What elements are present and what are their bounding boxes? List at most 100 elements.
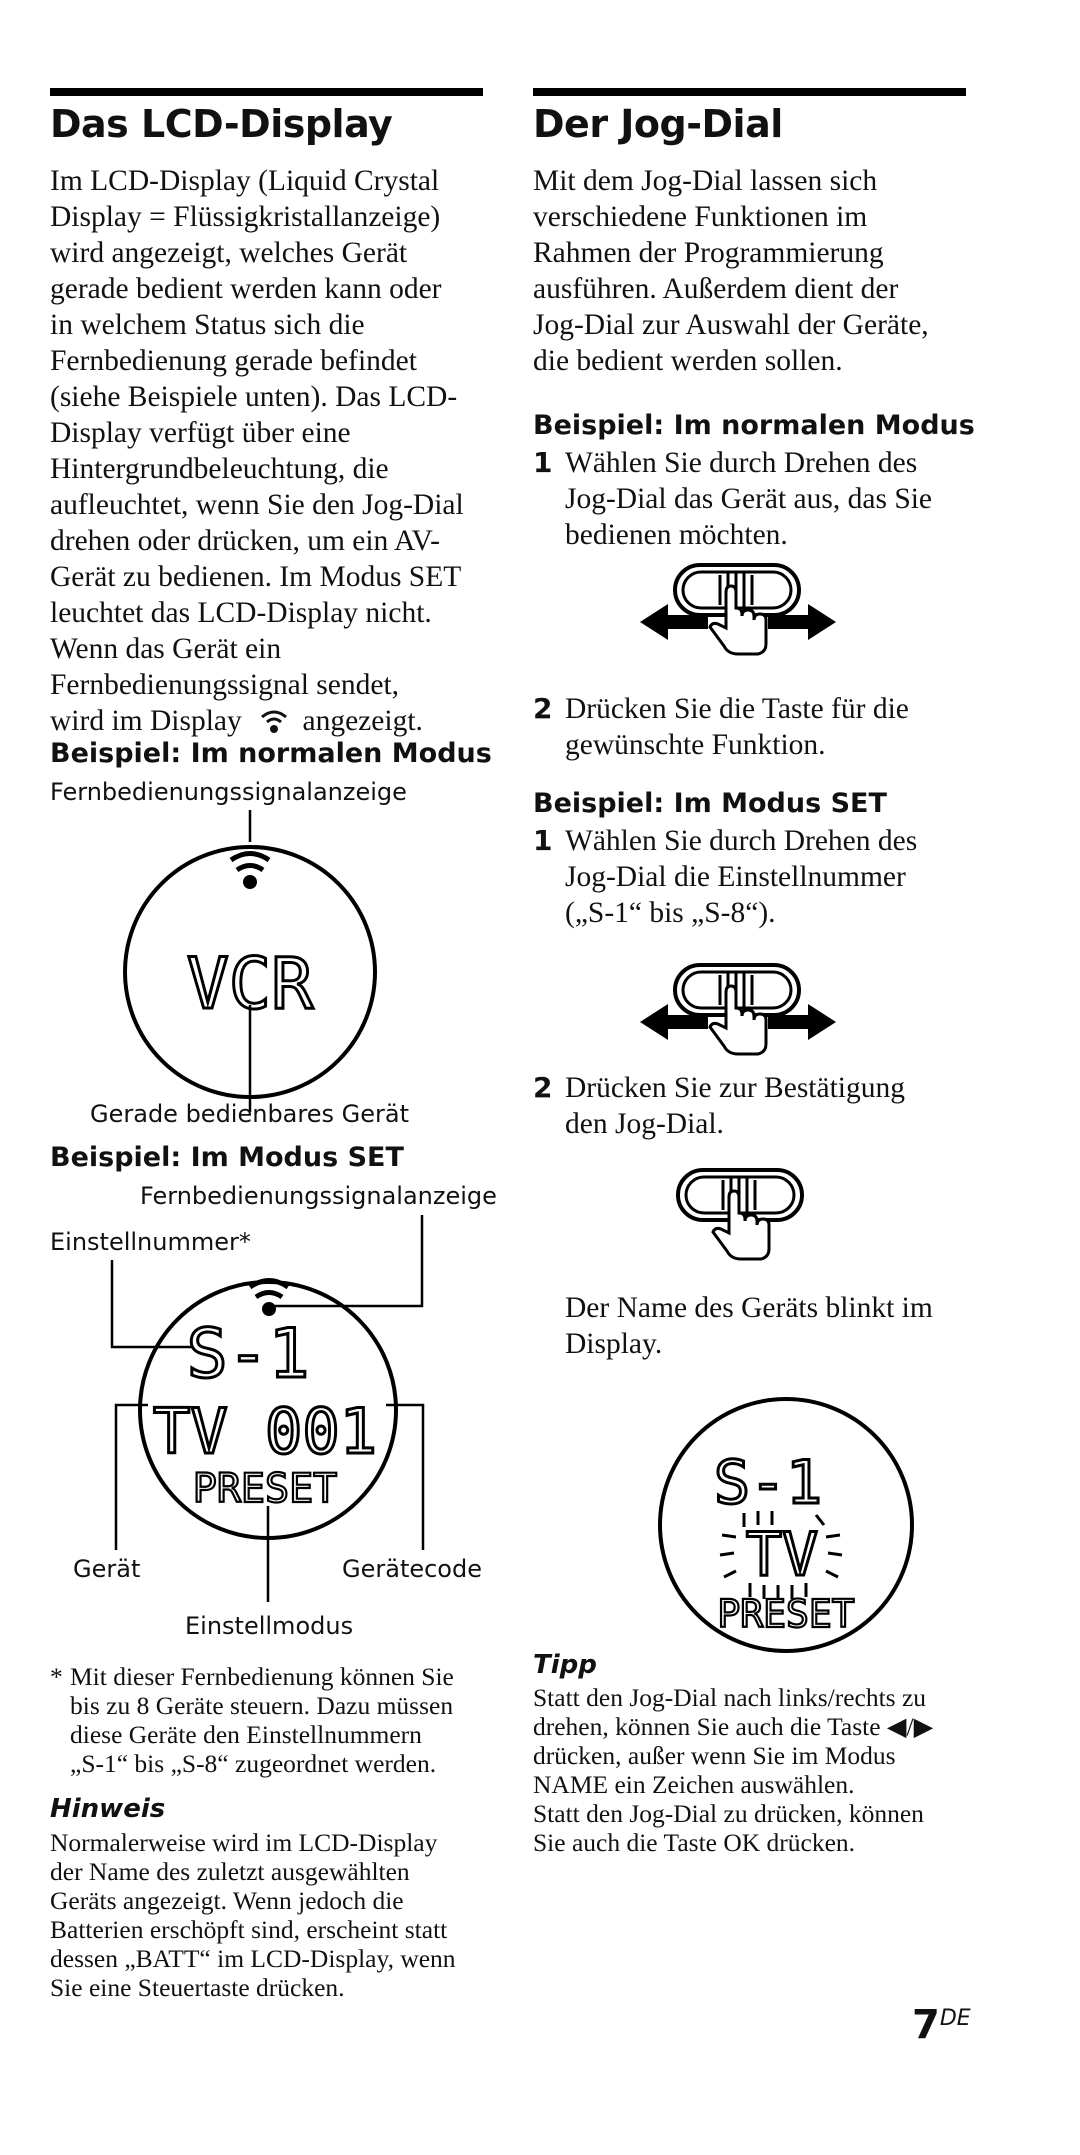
- text-line: („S-1“ bis „S-8“).: [565, 897, 776, 929]
- text-line: Wählen Sie durch Drehen des: [565, 825, 918, 857]
- text-line: gewünschte Funktion.: [565, 729, 826, 761]
- text-line: Statt den Jog-Dial zu drücken, können: [533, 1799, 924, 1828]
- text-line: Mit dieser Fernbedienung können Sie: [70, 1662, 454, 1691]
- text-line: Sie auch die Taste OK drücken.: [533, 1828, 856, 1857]
- footnote-mark: *: [50, 1662, 63, 1691]
- text-line: gerade bedient werden kann oder: [50, 273, 442, 305]
- text-line: drehen oder drücken, um ein AV-: [50, 525, 440, 557]
- text-line: diese Geräte den Einstellnummern: [70, 1720, 422, 1749]
- text-line: „S-1“ bis „S-8“ zugeordnet werden.: [70, 1749, 437, 1778]
- step-text: Drücken Sie zur Bestätigung den Jog-Dial…: [565, 1070, 905, 1142]
- lcd-blinking-diagram: S-1 TV PRESET: [658, 1397, 914, 1653]
- page-number-digit: 7: [912, 2002, 940, 2048]
- text-line: Display = Flüssigkristallanzeige): [50, 201, 441, 233]
- step-text: Wählen Sie durch Drehen des Jog-Dial die…: [565, 823, 917, 931]
- text-line: Im LCD-Display (Liquid Crystal: [50, 165, 440, 197]
- step-text: Wählen Sie durch Drehen des Jog-Dial das…: [565, 445, 932, 553]
- text-line: wird angezeigt, welches Gerät: [50, 237, 408, 269]
- text-line: Sie eine Steuertaste drücken.: [50, 1973, 345, 2002]
- text-line: Gerät zu bedienen. Im Modus SET: [50, 561, 462, 593]
- left-intro-paragraph: Im LCD-Display (Liquid Crystal Display =…: [50, 163, 490, 739]
- text-line: Jog-Dial die Einstellnummer: [565, 861, 906, 893]
- lcd-normal-diagram: VCR: [123, 810, 377, 1112]
- setting-number-leader-line: [110, 1260, 192, 1349]
- setting-number-label: Einstellnummer*: [50, 1228, 251, 1256]
- signal-icon: [229, 851, 271, 889]
- text-line: Der Name des Geräts blinkt im: [565, 1292, 933, 1324]
- jog-dial-press-illustration: [676, 1168, 804, 1261]
- tipp-text: Statt den Jog-Dial nach links/rechts zu …: [533, 1683, 978, 1857]
- footnote-text: Mit dieser Fernbedienung können Sie bis …: [70, 1662, 490, 1778]
- text-line: den Jog-Dial.: [565, 1108, 724, 1140]
- text-line: verschiedene Funktionen im: [533, 201, 868, 233]
- text-line: bedienen möchten.: [565, 519, 788, 551]
- device-code-label: Gerätecode: [342, 1555, 482, 1583]
- text-line: die bedient werden sollen.: [533, 345, 843, 377]
- signal-icon: [248, 1278, 290, 1316]
- text-line: drücken, außer wenn Sie im Modus: [533, 1741, 896, 1770]
- text-line: Hintergrundbeleuchtung, die: [50, 453, 389, 485]
- blink-rays: [719, 1511, 843, 1599]
- right-intro-paragraph: Mit dem Jog-Dial lassen sich verschieden…: [533, 163, 973, 379]
- text-line: Drücken Sie zur Bestätigung: [565, 1072, 905, 1104]
- lcd-display-circle: [658, 1397, 914, 1653]
- hinweis-heading: Hinweis: [50, 1794, 166, 1824]
- text-line: leuchtet das LCD-Display nicht.: [50, 597, 432, 629]
- jog-dial-rotate-illustration: [640, 963, 836, 1056]
- right-section-title: Der Jog-Dial: [533, 102, 783, 146]
- text-line: aufleuchtet, wenn Sie den Jog-Dial: [50, 489, 464, 521]
- signal-leader-line: [275, 1215, 424, 1308]
- step-number: 1: [533, 824, 553, 857]
- text-line: Jog-Dial das Gerät aus, das Sie: [565, 483, 933, 515]
- lcd-device-text: TV: [746, 1520, 818, 1590]
- text-line: Display.: [565, 1328, 663, 1360]
- text-line-with-icon: wird im Display angezeigt.: [50, 703, 490, 739]
- device-leader-line: [114, 1403, 148, 1550]
- page-language-suffix: DE: [939, 2006, 971, 2031]
- tipp-heading: Tipp: [533, 1650, 597, 1680]
- page-number: 7DE: [912, 2002, 971, 2048]
- device-label: Gerät: [73, 1555, 141, 1583]
- blink-note: Der Name des Geräts blinkt im Display.: [565, 1290, 975, 1362]
- step-number: 1: [533, 446, 553, 479]
- text-line: drehen, können Sie auch die Taste ◀/▶: [533, 1712, 934, 1741]
- signal-indicator-label: Fernbedienungssignalanzeige: [50, 778, 407, 806]
- text-line: NAME ein Zeichen auswählen.: [533, 1770, 855, 1799]
- text-line: Statt den Jog-Dial nach links/rechts zu: [533, 1683, 927, 1712]
- text-line: Rahmen der Programmierung: [533, 237, 884, 269]
- text-line: Fernbedienung gerade befindet: [50, 345, 417, 377]
- left-section-title: Das LCD-Display: [50, 102, 393, 146]
- lcd-setting-number: S-1: [714, 1448, 822, 1518]
- text-line: Mit dem Jog-Dial lassen sich: [533, 165, 878, 197]
- lcd-device-code-text: TV 001: [153, 1395, 377, 1468]
- setting-mode-label: Einstellmodus: [185, 1612, 354, 1640]
- text-line: in welchem Status sich die: [50, 309, 365, 341]
- text-line: Jog-Dial zur Auswahl der Geräte,: [533, 309, 929, 341]
- text-line: der Name des zuletzt ausgewählten: [50, 1857, 410, 1886]
- lcd-set-diagram: S-1 TV 001 PRESET: [110, 1215, 425, 1602]
- text-line: Fernbedienungssignal sendet,: [50, 669, 400, 701]
- right-example2-heading: Beispiel: Im Modus SET: [533, 788, 887, 819]
- hinweis-text: Normalerweise wird im LCD-Display der Na…: [50, 1828, 500, 2002]
- signal-indicator-label: Fernbedienungssignalanzeige: [140, 1182, 497, 1210]
- current-device-label: Gerade bedienbares Gerät: [90, 1100, 409, 1128]
- text-line: Drücken Sie die Taste für die: [565, 693, 909, 725]
- text-line: ausführen. Außerdem dient der: [533, 273, 899, 305]
- text-line: Normalerweise wird im LCD-Display: [50, 1828, 438, 1857]
- text-line: Wählen Sie durch Drehen des: [565, 447, 918, 479]
- text-line: bis zu 8 Geräte steuern. Dazu müssen: [70, 1691, 454, 1720]
- text-line: (siehe Beispiele unten). Das LCD-: [50, 381, 458, 413]
- device-code-leader-line: [386, 1403, 425, 1550]
- right-title-rule: [533, 88, 966, 96]
- lcd-mode-text: PRESET: [717, 1592, 854, 1636]
- right-example1-heading: Beispiel: Im normalen Modus: [533, 410, 975, 441]
- text-line: Batterien erschöpft sind, erscheint stat…: [50, 1915, 448, 1944]
- text-line: dessen „BATT“ im LCD-Display, wenn: [50, 1944, 456, 1973]
- lcd-mode-text: PRESET: [193, 1466, 338, 1512]
- step-text: Drücken Sie die Taste für die gewünschte…: [565, 691, 909, 763]
- text-fragment: angezeigt.: [302, 705, 423, 737]
- step-number: 2: [533, 1071, 553, 1104]
- step-number: 2: [533, 692, 553, 725]
- text-fragment: wird im Display: [50, 705, 242, 737]
- left-title-rule: [50, 88, 483, 96]
